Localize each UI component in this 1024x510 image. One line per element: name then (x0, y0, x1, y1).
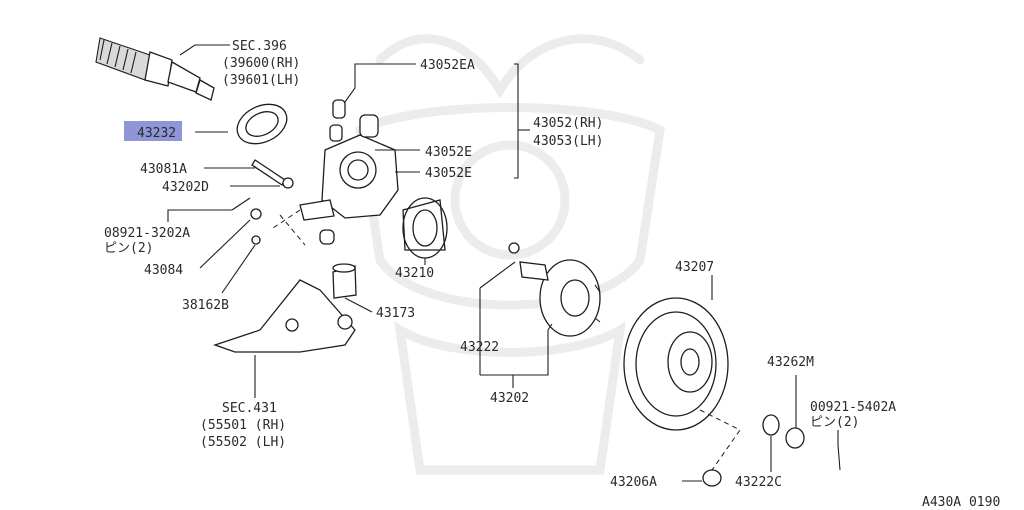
brake-rotor (623, 297, 729, 431)
label-43202: 43202 (490, 391, 529, 406)
label-sec431: SEC.431 (222, 401, 277, 416)
lower-arm (212, 279, 356, 353)
figure-code: A430A 0190 (922, 495, 1000, 510)
label-08921-3202a: 08921-3202A (104, 226, 190, 241)
wheel-hub (508, 242, 601, 337)
bushing (332, 263, 357, 299)
nuts (702, 414, 841, 487)
label-43202d: 43202D (162, 180, 209, 195)
label-39601: (39601(LH) (222, 73, 300, 88)
label-43052e-upper: 43052E (425, 145, 472, 160)
label-43084: 43084 (144, 263, 183, 278)
label-43173: 43173 (376, 306, 415, 321)
label-sec396: SEC.396 (232, 39, 287, 54)
small-hardware (231, 159, 294, 245)
knuckle (299, 99, 399, 245)
label-43053: 43053(LH) (533, 134, 603, 149)
seal-ring (236, 103, 288, 145)
label-43206a: 43206A (610, 475, 657, 490)
label-43222c: 43222C (735, 475, 782, 490)
label-55502: (55502 (LH) (200, 435, 286, 450)
label-43052e-lower: 43052E (425, 166, 472, 181)
callouts: SEC.396 (39600(RH) (39601(LH) 43232 4305… (104, 39, 1000, 510)
label-43232: 43232 (137, 126, 176, 141)
label-43081a: 43081A (140, 162, 187, 177)
label-pin-2-left: ピン(2) (104, 241, 153, 256)
label-43210: 43210 (395, 266, 434, 281)
drive-shaft (95, 37, 215, 101)
label-43052ea: 43052EA (420, 58, 475, 73)
label-00921-5402a: 00921-5402A (810, 400, 896, 415)
label-43222: 43222 (460, 340, 499, 355)
label-55501: (55501 (RH) (200, 418, 286, 433)
label-43262m: 43262M (767, 355, 814, 370)
hub-bearing (402, 197, 448, 259)
label-43207: 43207 (675, 260, 714, 275)
part-highlight (124, 121, 182, 141)
label-39600: (39600(RH) (222, 56, 300, 71)
leader-lines (167, 44, 839, 482)
label-38162b: 38162B (182, 298, 229, 313)
label-pin-2-right: ピン(2) (810, 415, 859, 430)
watermark-emblem (355, 34, 665, 475)
label-43052: 43052(RH) (533, 116, 603, 131)
